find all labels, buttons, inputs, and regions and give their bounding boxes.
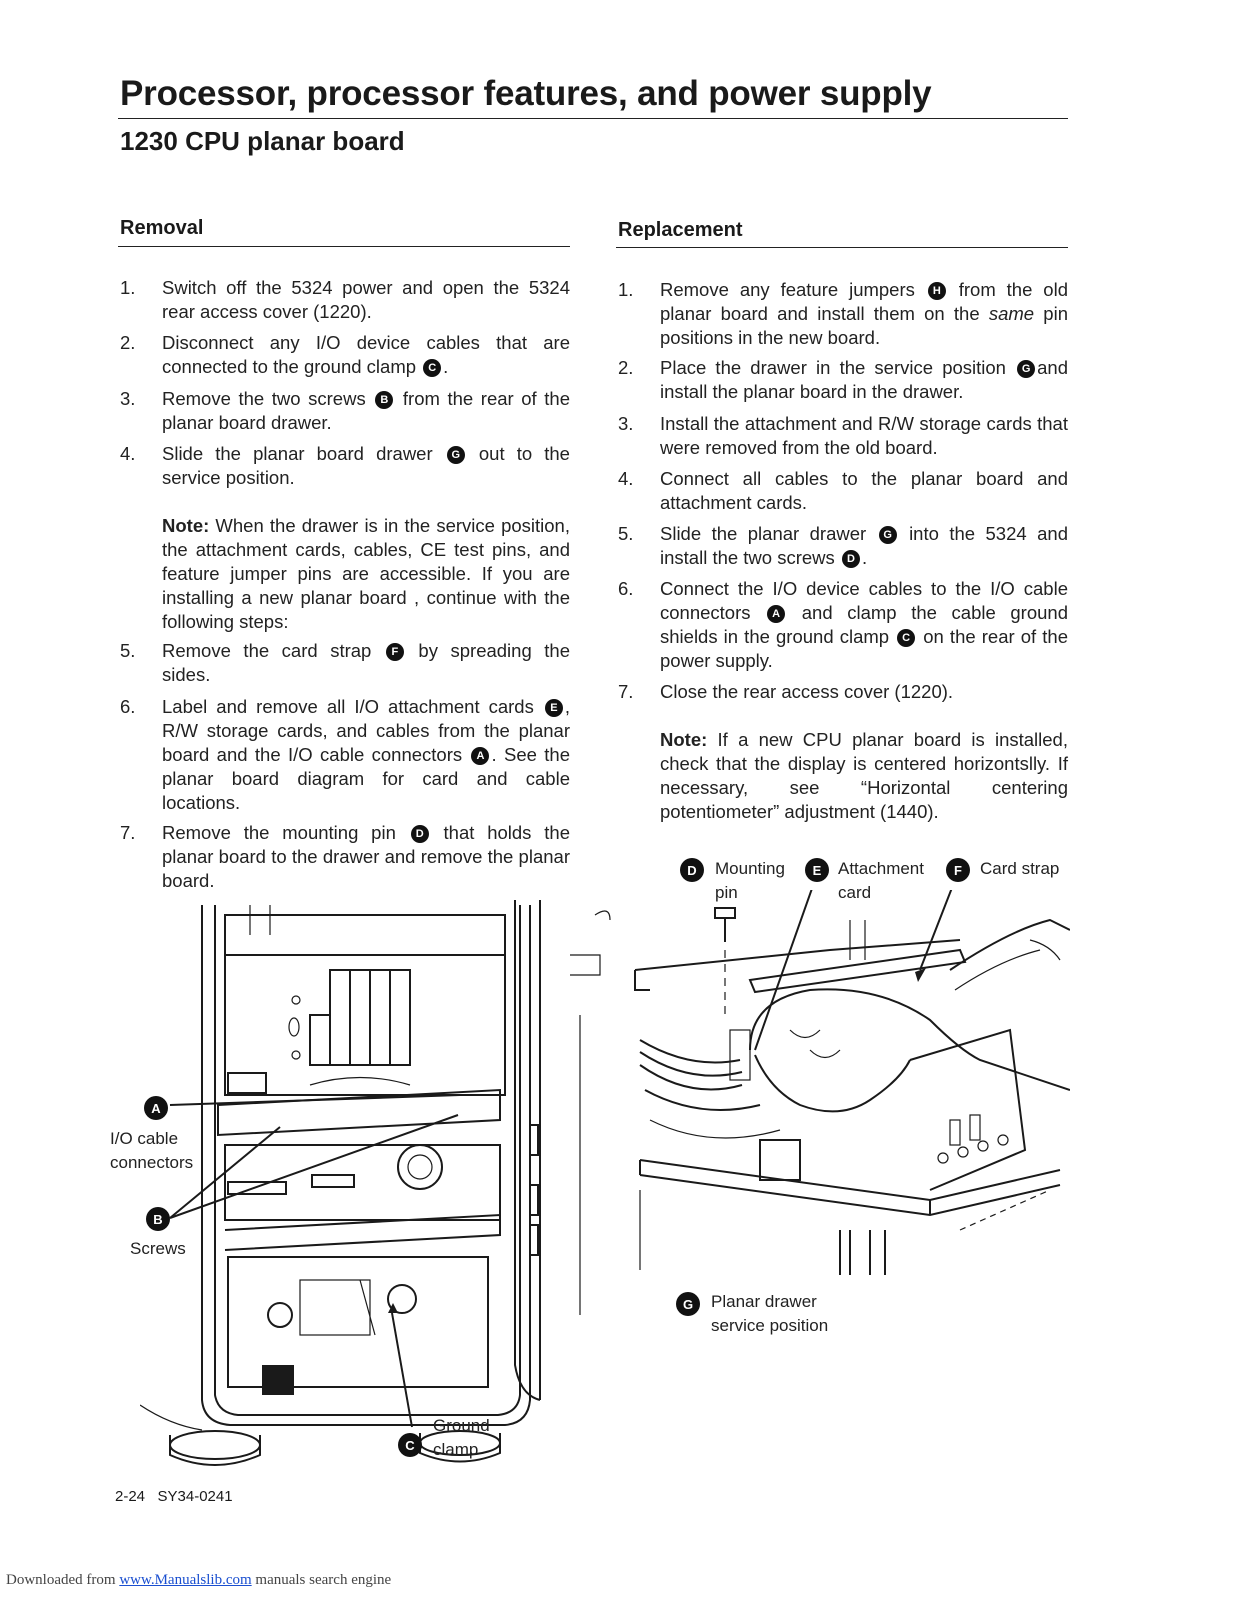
step-number: 7. xyxy=(120,822,136,843)
step-number: 1. xyxy=(120,277,136,298)
replacement-step-5: 5. Slide the planar drawer G into the 53… xyxy=(618,523,1068,569)
removal-step-6: 6. Label and remove all I/O attachment c… xyxy=(120,696,570,813)
step-number: 5. xyxy=(120,640,136,661)
removal-step-4: 4. Slide the planar board drawer G out t… xyxy=(120,443,570,488)
step-number: 1. xyxy=(618,279,634,300)
manualslib-link[interactable]: www.Manualslib.com xyxy=(119,1572,252,1588)
step-number: 4. xyxy=(120,443,136,464)
card-strap-label: Card strap xyxy=(980,859,1060,878)
step-number: 4. xyxy=(618,468,634,489)
callout-a-icon: A xyxy=(471,747,490,766)
callout-b-icon: B xyxy=(375,391,394,410)
replacement-step-6: 6. Connect the I/O device cables to the … xyxy=(618,578,1068,671)
replacement-step-1: 1. Remove any feature jumpers H from the… xyxy=(618,279,1068,348)
removal-step-2: 2. Disconnect any I/O device cables that… xyxy=(120,332,570,378)
step-number: 2. xyxy=(618,357,634,378)
screws-label: Screws xyxy=(130,1239,186,1258)
step-number: 3. xyxy=(618,413,634,434)
ground-clamp-label-2: clamp xyxy=(433,1440,479,1459)
callout-g-icon: G xyxy=(446,446,465,465)
callout-e-icon: E xyxy=(544,699,563,718)
download-footer: Downloaded from www.Manualslib.com manua… xyxy=(6,1572,392,1588)
planar-drawer-label-2: service position xyxy=(711,1316,829,1335)
attachment-card-label-2: card xyxy=(838,883,872,902)
callout-e-icon: E xyxy=(805,858,829,882)
step-number: 3. xyxy=(120,388,136,409)
step-number: 5. xyxy=(618,523,634,544)
callout-c-icon: C xyxy=(897,629,916,648)
removal-step-1: 1. Switch off the 5324 power and open th… xyxy=(120,277,570,322)
callout-c-icon: C xyxy=(398,1433,422,1457)
callout-g-icon: G xyxy=(1017,360,1036,379)
callout-f-icon: F xyxy=(946,858,970,882)
removal-step-7: 7. Remove the mounting pin D that holds … xyxy=(120,822,570,891)
drawer-service-illustration xyxy=(634,890,1070,1275)
io-cable-label: I/O cable xyxy=(110,1129,179,1148)
replacement-step-2: 2. Place the drawer in the service posit… xyxy=(618,357,1068,402)
mounting-pin-label-2: pin xyxy=(715,883,738,902)
step-number: 6. xyxy=(120,696,136,717)
title-rule xyxy=(118,118,1068,119)
removal-rule xyxy=(118,246,570,247)
ground-clamp-label: Ground xyxy=(433,1416,490,1435)
step-number: 2. xyxy=(120,332,136,353)
callout-f-icon: F xyxy=(385,643,404,662)
callout-g-icon: G xyxy=(878,526,897,545)
replacement-step-4: 4. Connect all cables to the planar boar… xyxy=(618,468,1068,513)
replacement-rule xyxy=(616,247,1068,248)
callout-c-icon: C xyxy=(423,359,442,378)
removal-step-5: 5. Remove the card strap F by spreading … xyxy=(120,640,570,685)
replacement-step-3: 3. Install the attachment and R/W storag… xyxy=(618,413,1068,458)
mounting-pin-label: Mounting xyxy=(715,859,785,878)
planar-drawer-label: Planar drawer xyxy=(711,1292,817,1311)
removal-step-3: 3. Remove the two screws B from the rear… xyxy=(120,388,571,433)
callout-d-icon: D xyxy=(410,825,429,844)
step-number: 7. xyxy=(618,681,634,702)
callout-d-icon: D xyxy=(841,550,860,569)
page-subtitle: 1230 CPU planar board xyxy=(120,126,405,156)
callout-a-icon: A xyxy=(144,1096,168,1120)
callout-b-icon: B xyxy=(146,1207,170,1231)
attachment-card-label: Attachment xyxy=(838,859,924,878)
callout-d-icon: D xyxy=(680,858,704,882)
page-number: 2-24 SY34-0241 xyxy=(115,1488,233,1505)
removal-heading: Removal xyxy=(120,217,204,239)
page-title: Processor, processor features, and power… xyxy=(120,74,932,113)
replacement-note: Note: If a new CPU planar board is insta… xyxy=(660,729,1068,822)
callout-a-icon: A xyxy=(767,605,786,624)
callout-g-icon: G xyxy=(676,1292,700,1316)
step-number: 6. xyxy=(618,578,634,599)
callout-h-icon: H xyxy=(927,282,946,301)
replacement-heading: Replacement xyxy=(618,219,743,241)
removal-note: Note: When the drawer is in the service … xyxy=(162,515,570,632)
rear-unit-illustration xyxy=(140,900,611,1466)
io-cable-label-2: connectors xyxy=(110,1153,194,1172)
replacement-step-7: 7. Close the rear access cover (1220). xyxy=(618,681,954,702)
